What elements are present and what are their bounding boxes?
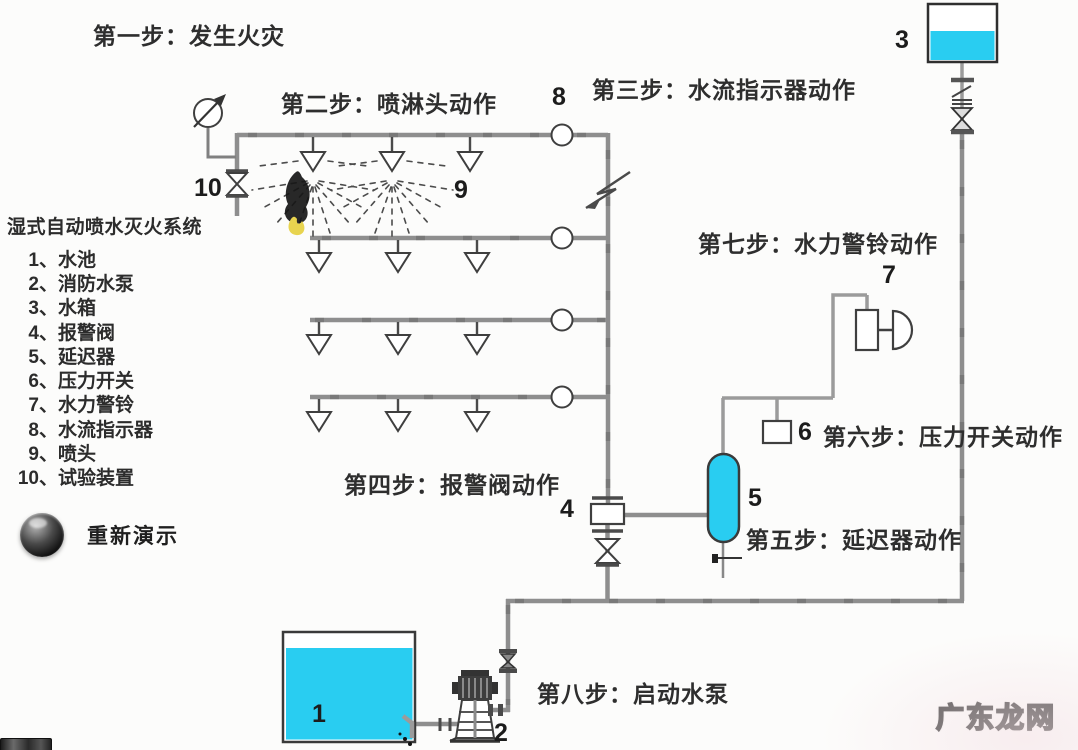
roof-tank: [926, 2, 999, 135]
legend-item: 8、水流指示器: [28, 419, 154, 441]
watermark: 广东龙网: [935, 701, 1057, 734]
step-5-label: 第五步：延迟器动作: [746, 527, 962, 553]
alarm-bell: [854, 308, 914, 352]
flame-icon: [288, 216, 305, 236]
replay-label[interactable]: 重新演示: [87, 525, 179, 548]
step-8-label: 第八步：启动水泵: [537, 681, 729, 707]
retard-chamber: [706, 452, 742, 563]
sprinkler-heads: [299, 137, 491, 433]
legend-item: 1、水池: [28, 249, 97, 271]
water-pool: [281, 630, 452, 746]
replay-icon[interactable]: [20, 513, 64, 557]
legend-title: 湿式自动喷水灭火系统: [7, 217, 203, 238]
step-4-label: 第四步：报警阀动作: [344, 472, 560, 498]
test-device: [193, 94, 250, 198]
label-fire-pump: 2: [494, 719, 508, 747]
legend-item: 5、延迟器: [28, 346, 116, 368]
label-flow-indicator: 8: [552, 83, 566, 111]
water-flow-indicators: [550, 123, 574, 409]
legend-item: 2、消防水泵: [28, 273, 135, 295]
legend-item: 6、压力开关: [28, 371, 135, 393]
step-7-label: 第七步：水力警铃动作: [698, 231, 938, 257]
step-2-label: 第二步：喷淋头动作: [281, 91, 497, 117]
label-sprinkler: 9: [454, 176, 468, 204]
gauge-needle-arrow: [214, 94, 226, 106]
replay-button[interactable]: 重新演示: [20, 513, 179, 557]
bell-horn-icon: [891, 309, 914, 351]
legend-item: 7、水力警铃: [28, 395, 135, 417]
legend-item: 3、水箱: [28, 298, 97, 320]
fire-smoke: [284, 171, 310, 236]
signal-bolt-icon: [585, 170, 631, 210]
label-retard-chamber: 5: [748, 484, 762, 512]
legend-item: 4、报警阀: [28, 322, 116, 344]
label-test-device: 10: [194, 174, 222, 202]
label-pressure-switch: 6: [798, 418, 812, 446]
label-water-pool: 1: [312, 700, 326, 728]
step-3-label: 第三步：水流指示器动作: [592, 77, 856, 103]
alarm-valve: [589, 496, 626, 567]
legend-item: 9、喷头: [28, 444, 97, 466]
label-roof-tank: 3: [895, 26, 909, 54]
label-alarm-bell: 7: [882, 261, 896, 289]
legend-list: 1、水池 2、消防水泵 3、水箱 4、报警阀 5、延迟器 6、压力开关 7、水力…: [16, 246, 226, 490]
step-6-label: 第六步：压力开关动作: [823, 424, 1063, 450]
fire-pump: [449, 649, 518, 743]
pressure-switch: [761, 419, 793, 445]
corner-badge: [0, 738, 52, 750]
step-1-label: 第一步：发生火灾: [93, 23, 285, 49]
label-alarm-valve: 4: [560, 495, 574, 523]
sprinkler-spray: [251, 160, 454, 238]
legend-item: 10、试验装置: [17, 468, 135, 490]
